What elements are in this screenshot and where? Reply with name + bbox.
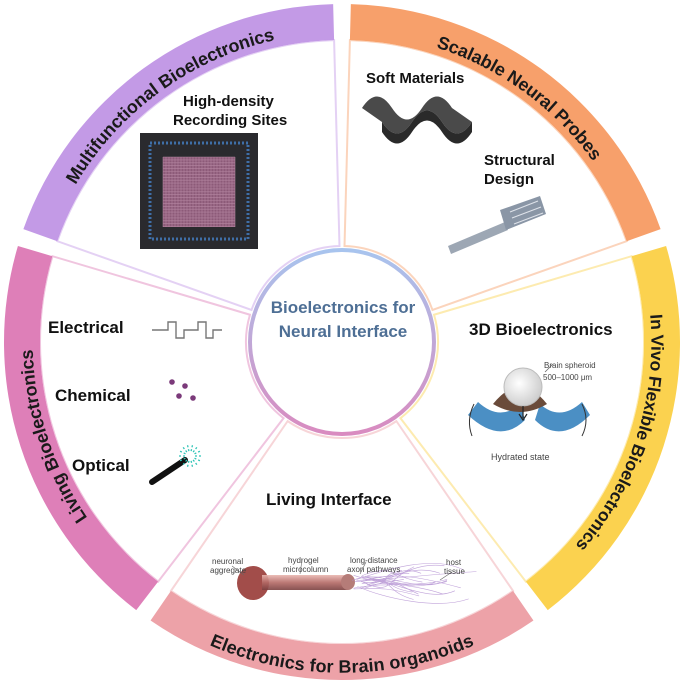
label-high-density: High-density [183,93,274,110]
center-title-line-2: Neural Interface [278,321,408,341]
label-recording-sites: Recording Sites [173,112,288,129]
label-tissue: tissue [444,567,465,576]
label-brain-spheroid: Brain spheroid [544,361,596,370]
sector-band-scalable [349,4,661,242]
label-soft-materials: Soft Materials [366,70,465,87]
flexible-probe-icon [448,196,546,254]
microcolumn-icon [231,559,477,604]
label-living-interface: Living Interface [266,490,392,509]
optical-fiber-icon [149,444,202,485]
label-hydrogel: hydrogel [288,556,319,565]
molecule-dots-icon [169,379,196,401]
label-axon-pathways: axon pathways [347,565,401,574]
sector-panel-scalable [343,39,628,312]
label-structural: Structural [484,152,555,169]
brain-spheroid-icon [468,363,590,437]
label-host: host [446,558,462,567]
center-title: Bioelectronics for Neural Interface [238,296,448,344]
label-hydrated-state: Hydrated state [491,452,550,462]
label-chemical: Chemical [55,386,131,405]
wavy-film-icon [362,96,472,144]
label-optical: Optical [72,456,130,475]
label-spheroid-size: 500–1000 μm [543,373,593,382]
sector-band-living [3,246,159,611]
sector-band-invivo [525,246,680,611]
chip-icon [140,133,258,249]
square-pulse-icon [152,321,222,339]
sector-panel-living [39,254,285,583]
center-hub [248,248,436,436]
label-3d-bioelectronics: 3D Bioelectronics [469,320,613,339]
label-electrical: Electrical [48,318,124,337]
label-long-distance: long-distance [350,556,398,565]
label-neuronal: neuronal [212,557,244,566]
label-aggregate: aggregate [210,566,247,575]
sector-band-organoids [150,590,534,680]
label-design: Design [484,171,535,188]
label-microcolumn: microcolumn [283,565,329,574]
center-title-line-1: Bioelectronics for [270,298,416,317]
sector-band-multifunctional [23,4,335,242]
